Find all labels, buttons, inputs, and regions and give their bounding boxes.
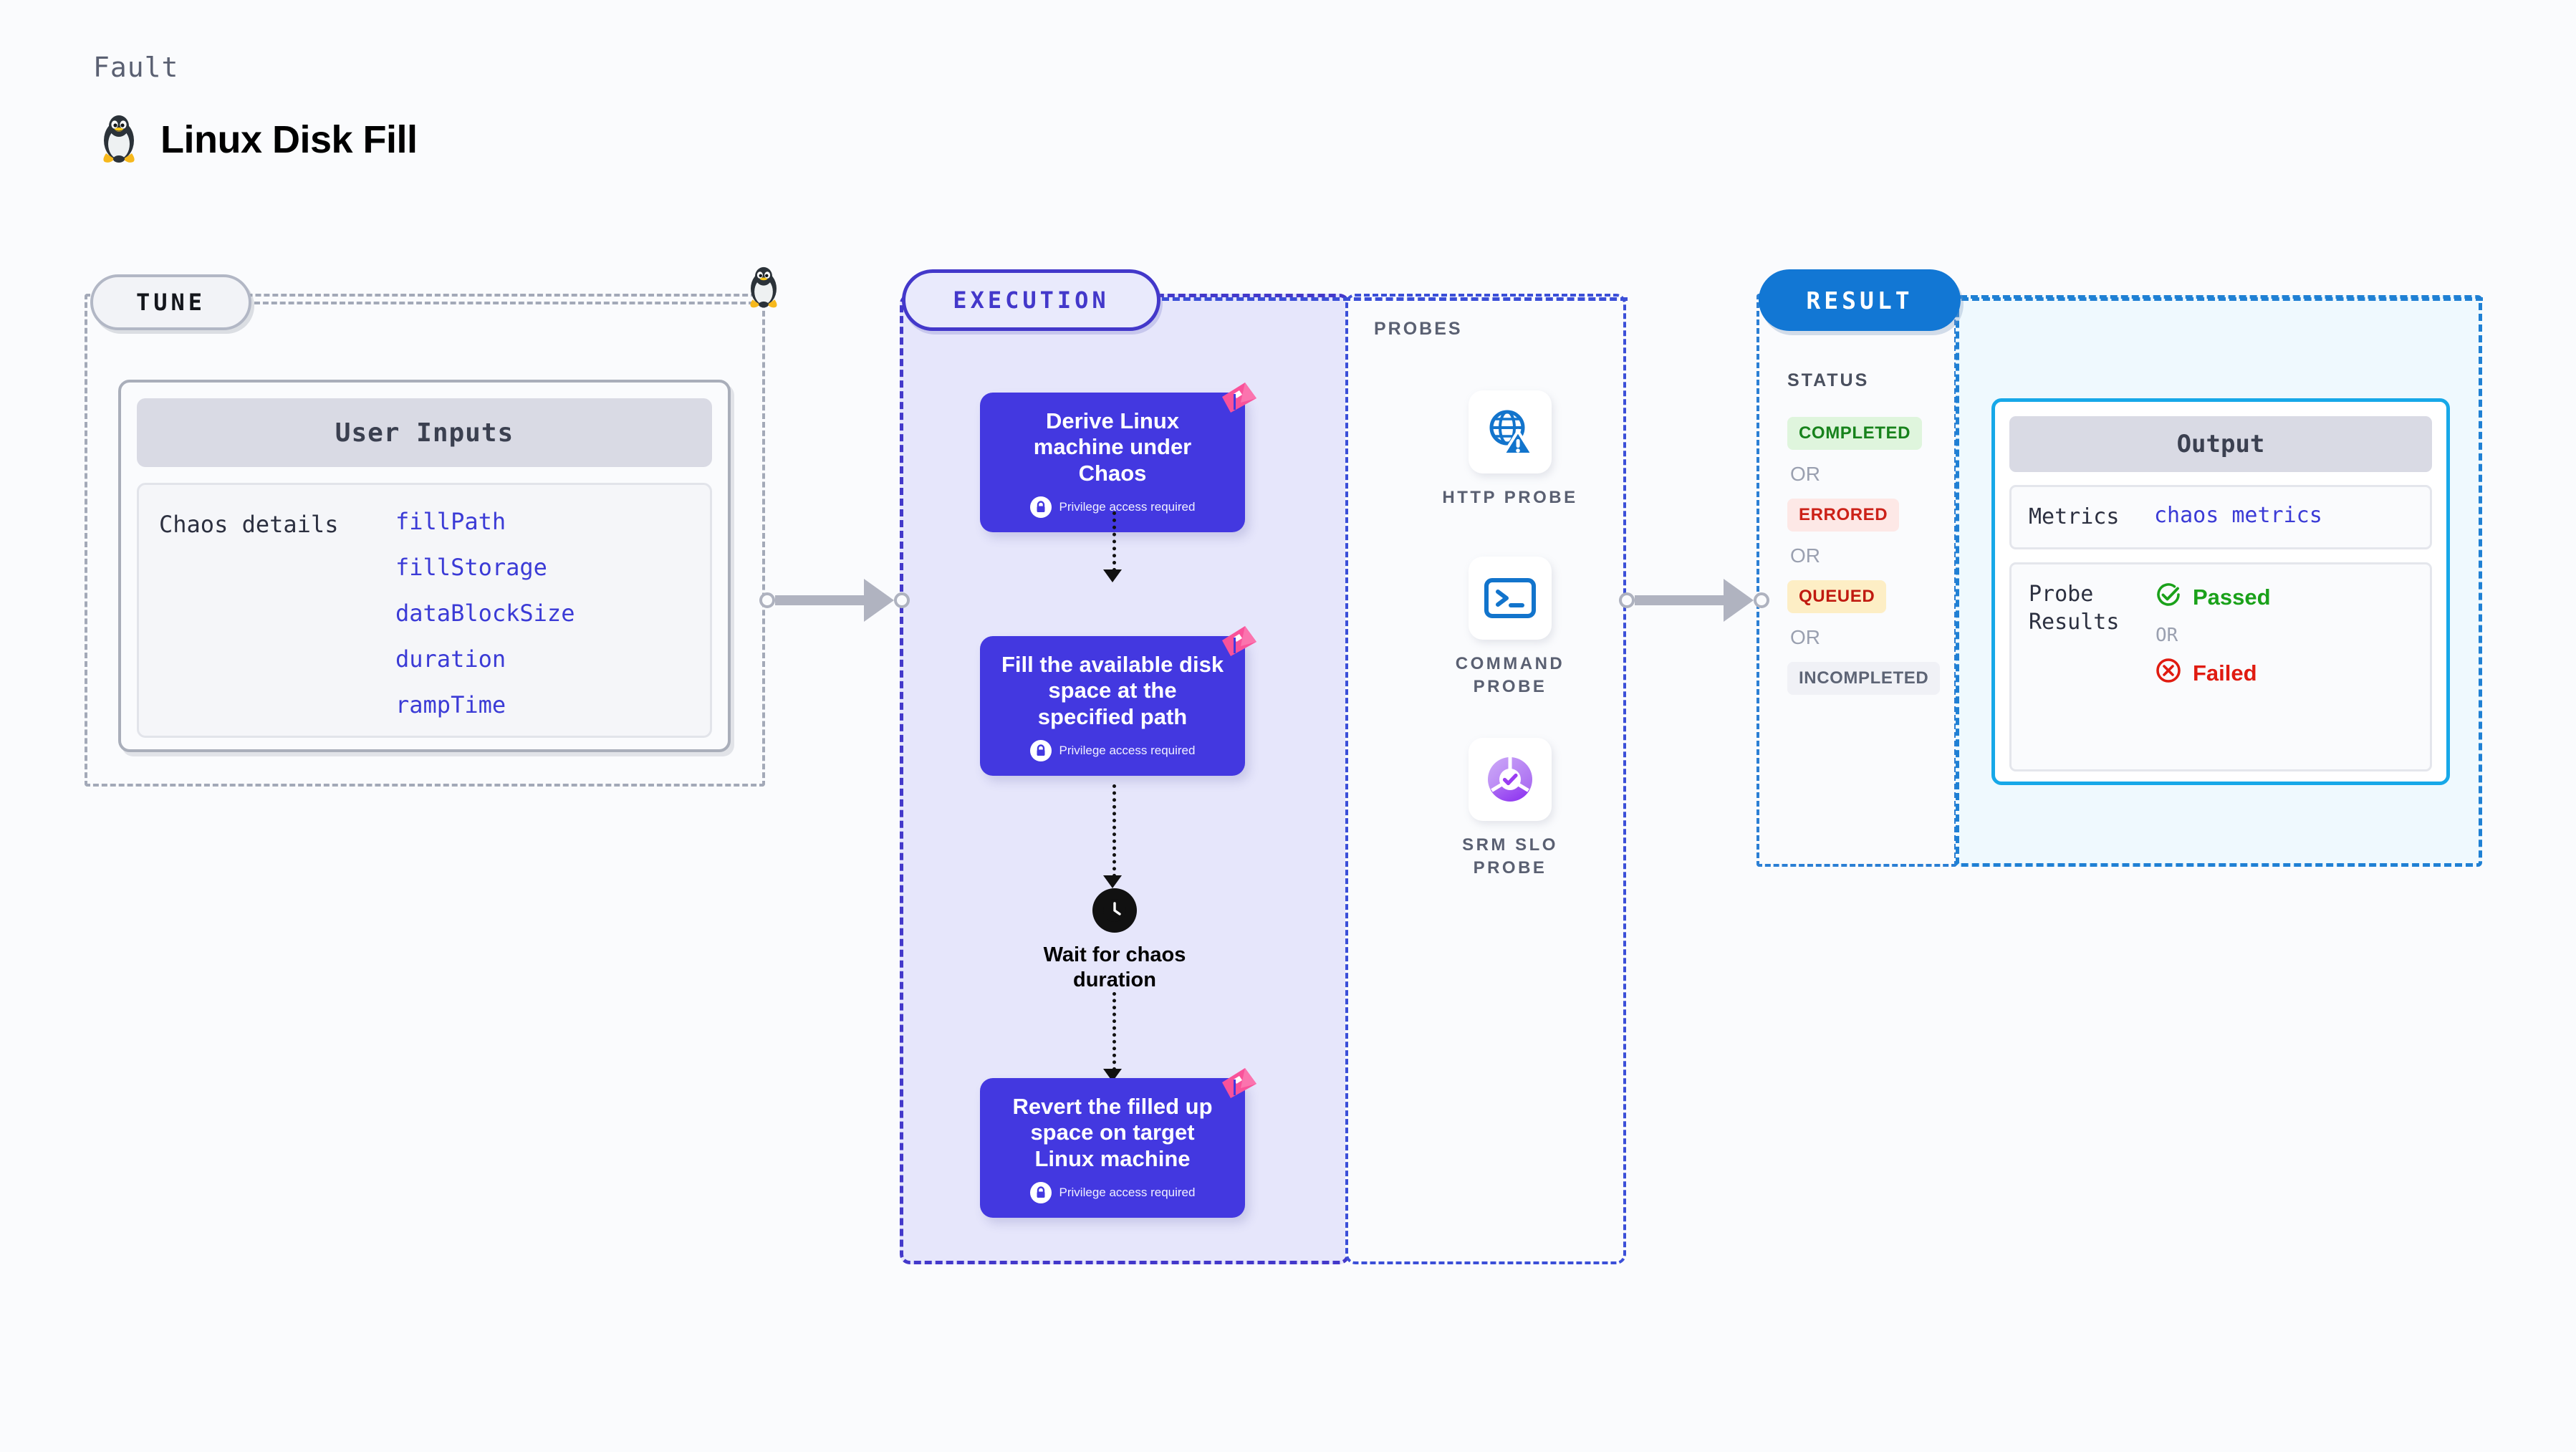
connector-probes-to-result: [1619, 579, 1769, 622]
clock-icon: [1092, 888, 1137, 933]
status-badge-incompleted: INCOMPLETED: [1787, 662, 1941, 695]
globe-warning-icon: [1469, 390, 1552, 473]
user-inputs-title: User Inputs: [137, 398, 712, 467]
wait-node-label: Wait for chaos duration: [1043, 943, 1186, 992]
chaos-details-body: Chaos details fillPath fillStorage dataB…: [137, 483, 712, 738]
privilege-note: Privilege access required: [999, 496, 1226, 518]
flow-line-1: [1112, 511, 1116, 572]
fault-flag-icon: [1216, 625, 1258, 662]
probe-srm-slo[interactable]: SRM SLO PROBE: [1433, 738, 1587, 880]
privilege-note-text: Privilege access required: [1059, 743, 1196, 757]
probe-label: SRM SLO PROBE: [1462, 835, 1558, 878]
privilege-note-text: Privilege access required: [1059, 1185, 1196, 1199]
probe-label: COMMAND PROBE: [1455, 654, 1565, 697]
page-eyebrow: Fault: [93, 52, 179, 83]
terminal-icon: [1469, 557, 1552, 640]
status-badge-queued: QUEUED: [1787, 580, 1887, 613]
status-title: STATUS: [1787, 370, 1870, 390]
passed-label: Passed: [2193, 584, 2271, 610]
page-title: Linux Disk Fill: [160, 118, 418, 161]
wait-node: Wait for chaos duration: [1032, 888, 1197, 994]
execution-step-2[interactable]: Fill the available disk space at the spe…: [980, 626, 1256, 776]
connector-end-dot: [894, 592, 910, 608]
param-fillPath[interactable]: fillPath: [395, 508, 506, 535]
param-duration[interactable]: duration: [395, 645, 506, 673]
tune-badge[interactable]: TUNE: [90, 274, 251, 330]
failed-label: Failed: [2193, 660, 2257, 686]
execution-step-1[interactable]: Derive Linux machine under Chaos Privile…: [980, 383, 1256, 532]
output-card: Output Metrics chaos metrics Probe Resul…: [1991, 398, 2450, 785]
lock-icon: [1029, 739, 1052, 761]
fault-flag-icon: [1216, 381, 1258, 418]
tune-region: [85, 294, 765, 787]
connector-start-dot: [1619, 592, 1635, 608]
flow-arrow-2: [1103, 875, 1122, 888]
connector-bar: [1635, 595, 1725, 605]
slo-donut-check-icon: [1469, 738, 1552, 821]
execution-step-title: Derive Linux machine under Chaos: [1033, 408, 1192, 486]
probe-results-label: Probe Results: [2029, 581, 2120, 635]
status-list: COMPLETED OR ERRORED OR QUEUED OR INCOMP…: [1787, 417, 1945, 695]
probe-command[interactable]: COMMAND PROBE: [1433, 557, 1587, 699]
probe-label: HTTP PROBE: [1442, 488, 1578, 507]
status-or-1: OR: [1790, 463, 1820, 485]
chaos-parameter-list: fillPath fillStorage dataBlockSize durat…: [395, 508, 575, 718]
linux-penguin-marker-icon: [745, 266, 782, 313]
check-circle-icon: [2154, 580, 2183, 615]
connector-end-dot: [1754, 592, 1769, 608]
execution-lead-line: [1162, 297, 1628, 301]
connector-bar: [775, 595, 865, 605]
metrics-value[interactable]: chaos metrics: [2154, 503, 2322, 528]
metrics-label: Metrics: [2029, 504, 2120, 529]
probe-result-failed: Failed: [2154, 656, 2271, 691]
status-or-3: OR: [1790, 626, 1820, 648]
status-or-2: OR: [1790, 544, 1820, 567]
flow-arrow-1: [1103, 569, 1122, 582]
chaos-details-label: Chaos details: [159, 511, 339, 538]
connector-tune-to-execution: [759, 579, 910, 622]
output-title: Output: [2009, 416, 2432, 472]
execution-badge[interactable]: EXECUTION: [902, 269, 1160, 331]
param-rampTime[interactable]: rampTime: [395, 691, 506, 718]
execution-step-3[interactable]: Revert the filled up space on target Lin…: [980, 1068, 1256, 1218]
probe-results-row: Probe Results Passed OR: [2009, 562, 2432, 771]
lock-icon: [1029, 1181, 1052, 1203]
metrics-row: Metrics chaos metrics: [2009, 485, 2432, 549]
probe-results-values: Passed OR Failed: [2154, 580, 2271, 754]
privilege-note: Privilege access required: [999, 1181, 1226, 1203]
fault-flag-icon: [1216, 1067, 1258, 1104]
execution-step-title: Fill the available disk space at the spe…: [1001, 652, 1224, 729]
probes-title: PROBES: [1374, 319, 1463, 339]
linux-penguin-icon: [97, 115, 140, 165]
privilege-note-text: Privilege access required: [1059, 499, 1196, 514]
tune-lead-line: [254, 302, 763, 304]
flow-line-2: [1112, 784, 1116, 878]
probe-results-or: OR: [2156, 624, 2178, 646]
execution-step-title: Revert the filled up space on target Lin…: [1012, 1094, 1213, 1171]
flow-line-3: [1112, 992, 1116, 1071]
result-lead-line: [1961, 297, 2483, 301]
param-fillStorage[interactable]: fillStorage: [395, 554, 547, 581]
result-badge[interactable]: RESULT: [1759, 269, 1961, 331]
status-badge-errored: ERRORED: [1787, 499, 1900, 532]
connector-start-dot: [759, 592, 775, 608]
connector-arrowhead: [1724, 579, 1754, 622]
status-badge-completed: COMPLETED: [1787, 417, 1923, 450]
x-circle-icon: [2154, 656, 2183, 691]
param-dataBlockSize[interactable]: dataBlockSize: [395, 600, 575, 627]
lock-icon: [1029, 496, 1052, 518]
connector-arrowhead: [864, 579, 894, 622]
user-inputs-card: User Inputs Chaos details fillPath fillS…: [118, 380, 731, 752]
probe-http[interactable]: HTTP PROBE: [1433, 390, 1587, 509]
privilege-note: Privilege access required: [999, 739, 1226, 761]
page-title-row: Linux Disk Fill: [97, 115, 418, 165]
probe-result-passed: Passed: [2154, 580, 2271, 615]
